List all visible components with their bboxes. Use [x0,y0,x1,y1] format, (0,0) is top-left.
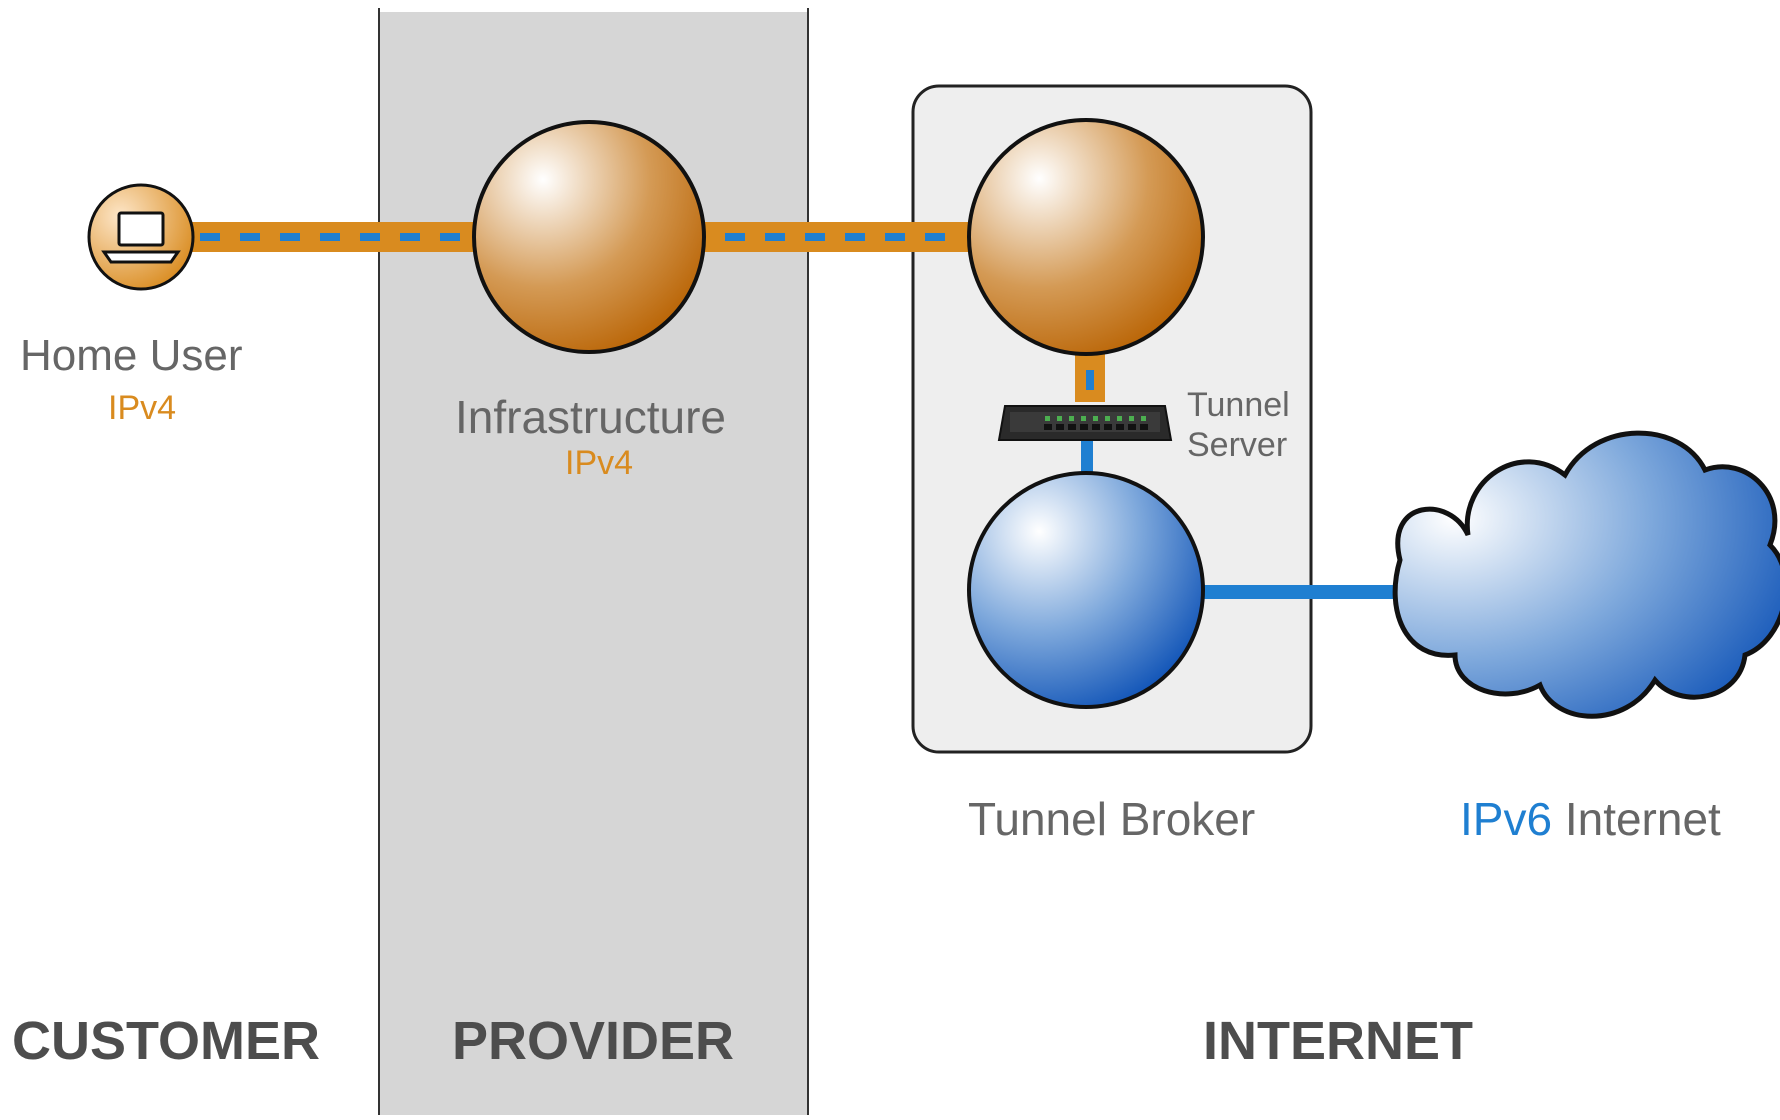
ipv6-internet-protocol: IPv6 [1460,793,1553,845]
infrastructure-router [472,120,706,354]
tunnel-server-label-line2: Server [1187,426,1288,464]
home-user-title: Home User [20,331,243,380]
tunnel-broker-title: Tunnel Broker [968,793,1256,845]
zone-label-provider: PROVIDER [452,1011,735,1071]
infrastructure-protocol: IPv4 [565,444,634,482]
infrastructure-title: Infrastructure [455,391,726,443]
ipv6-internet-label: IPv6 Internet [1460,796,1721,842]
broker-ipv6-router [967,471,1205,709]
broker-ipv4-router [967,118,1205,356]
home-user-node [87,183,195,291]
zone-label-customer: CUSTOMER [12,1011,321,1071]
home-user-protocol: IPv4 [108,389,177,427]
tunnel-server-label-line1: Tunnel [1187,386,1290,424]
cloud-icon [1392,430,1780,719]
laptop-icon [101,211,181,264]
zone-label-internet: INTERNET [1203,1011,1473,1071]
ipv6-internet-title: Internet [1564,793,1721,845]
network-switch-icon [997,405,1173,441]
